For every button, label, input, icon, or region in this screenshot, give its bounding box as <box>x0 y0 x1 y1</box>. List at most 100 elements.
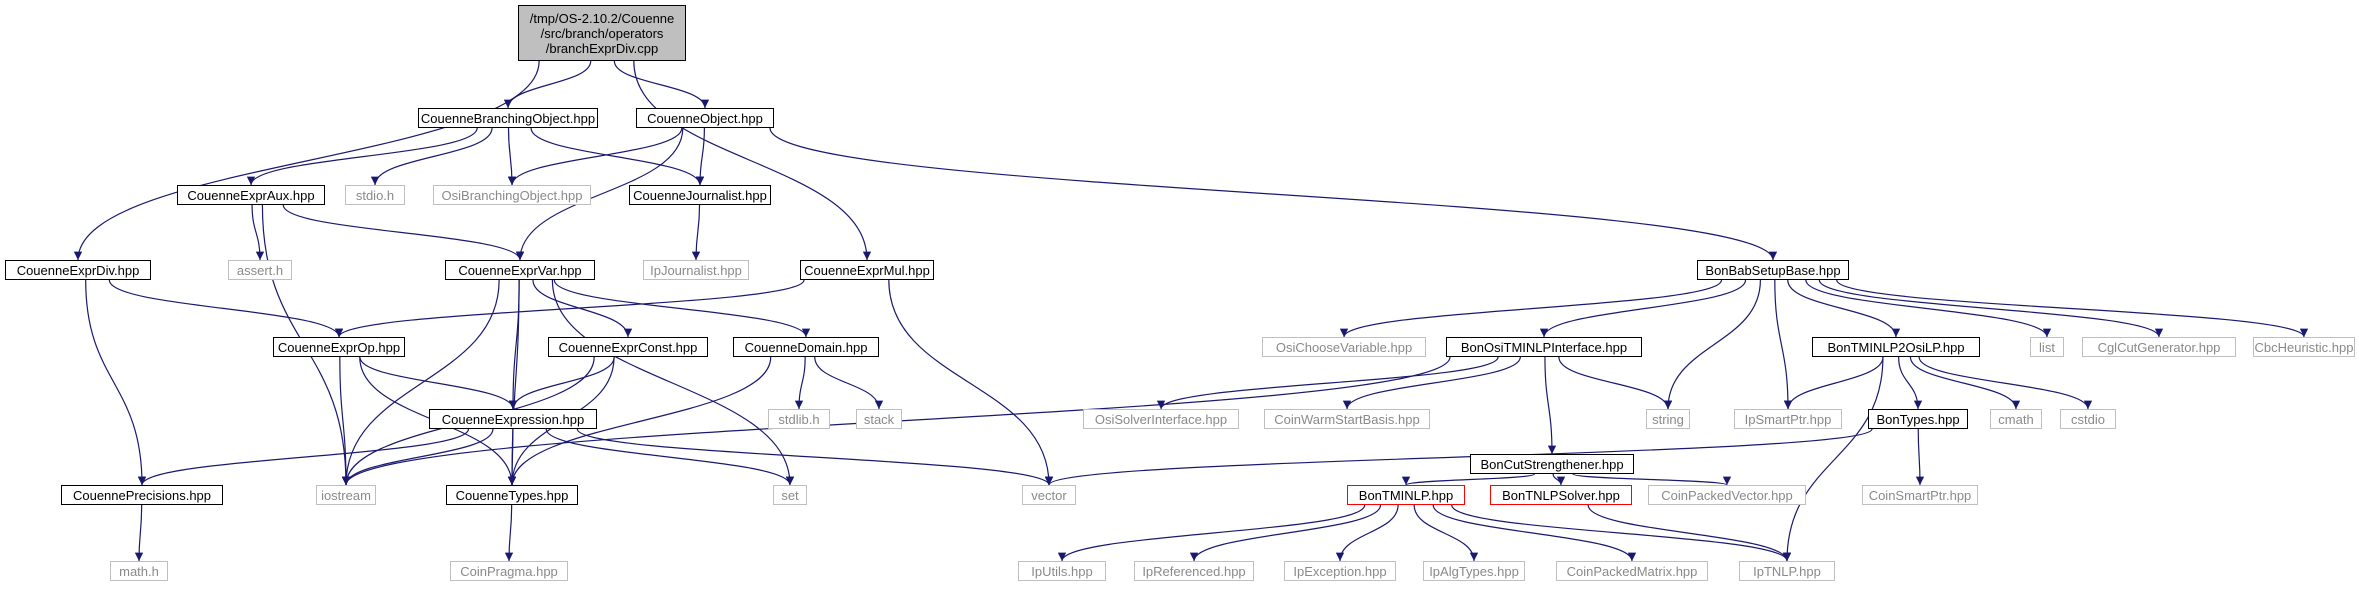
node-couenne-expr-mul[interactable]: CouenneExprMul.hpp <box>800 260 934 280</box>
edge-expr_var-to-domain <box>553 279 811 338</box>
node-bon-cut-strengthener[interactable]: BonCutStrengthener.hpp <box>1470 454 1634 474</box>
edge-expr_var-to-iostream <box>341 279 500 486</box>
edge-bab_setup-to-ip_smart <box>1774 279 1793 410</box>
edge-journalist-to-ip_journalist <box>691 204 701 261</box>
node-stdio: stdio.h <box>345 185 405 205</box>
root-path-line-3: /branchExprDiv.cpp <box>545 40 659 56</box>
edge-expr_op-to-iostream <box>339 356 351 486</box>
edge-bab_setup-to-osi_tminlp <box>1539 279 1747 338</box>
edge-osi_tminlp-to-osi_solver <box>1156 356 1499 410</box>
edge-expression-to-set <box>545 428 795 486</box>
node-couenne-journalist[interactable]: CouenneJournalist.hpp <box>629 185 771 205</box>
edge-expr_div-to-expr_op <box>108 279 344 338</box>
edge-cut_strength-to-bon_tminlp <box>1401 473 1536 486</box>
node-couenne-domain[interactable]: CouenneDomain.hpp <box>733 337 879 357</box>
edge-expr_var-to-set <box>551 279 795 486</box>
edge-domain-to-types <box>507 356 772 486</box>
edge-bab_setup-to-cgl_cut <box>1818 279 2164 338</box>
node-cmath: cmath <box>1990 409 2042 429</box>
edge-couenne_object-to-journalist <box>695 127 705 186</box>
node-ip-tnlp: IpTNLP.hpp <box>1739 561 1835 581</box>
node-couenne-types[interactable]: CouenneTypes.hpp <box>446 485 578 505</box>
node-osi-branching-object: OsiBranchingObject.hpp <box>433 185 591 205</box>
edge-tminlp2osi-to-cmath <box>1909 356 2021 410</box>
edge-bon_tminlp-to-ip_tnlp <box>1451 504 1792 562</box>
node-ip-utils: IpUtils.hpp <box>1018 561 1106 581</box>
node-couenne-precisions[interactable]: CouennePrecisions.hpp <box>61 485 223 505</box>
node-bon-osi-tminlp-interface[interactable]: BonOsiTMINLPInterface.hpp <box>1446 337 1642 357</box>
node-stdlib: stdlib.h <box>768 409 830 429</box>
node-couenne-expr-div[interactable]: CouenneExprDiv.hpp <box>5 260 151 280</box>
edge-bon_tminlp-to-ip_exception <box>1335 504 1399 562</box>
edge-bab_setup-to-string <box>1663 279 1761 410</box>
node-ip-journalist: IpJournalist.hpp <box>643 260 749 280</box>
node-bon-tminlp2osilp[interactable]: BonTMINLP2OsiLP.hpp <box>1812 337 1980 357</box>
edge-osi_tminlp-to-coin_warm <box>1342 356 1521 410</box>
edge-bab_setup-to-cbc_heur <box>1836 279 2309 338</box>
edge-branching_object-to-expr_aux <box>246 127 478 186</box>
edge-tminlp2osi-to-bon_types <box>1898 356 1923 410</box>
node-bon-tminlp[interactable]: BonTMINLP.hpp <box>1347 485 1465 505</box>
node-bon-tnlp-solver[interactable]: BonTNLPSolver.hpp <box>1490 485 1632 505</box>
edge-expr_mul-to-expr_op <box>334 279 805 338</box>
node-couenne-expr-const[interactable]: CouenneExprConst.hpp <box>548 337 708 357</box>
node-coin-packed-vector: CoinPackedVector.hpp <box>1648 485 1806 505</box>
edge-expression-to-types <box>507 428 517 486</box>
edge-domain-to-stack <box>814 356 884 410</box>
edge-bab_setup-to-osi_choose <box>1339 279 1723 338</box>
node-ip-alg-types: IpAlgTypes.hpp <box>1423 561 1525 581</box>
node-couenne-branching-object[interactable]: CouenneBranchingObject.hpp <box>418 108 598 128</box>
node-ip-smart-ptr: IpSmartPtr.hpp <box>1734 409 1842 429</box>
edge-expr_const-to-expression <box>508 356 615 410</box>
edge-root-to-expr_div <box>73 60 540 261</box>
edge-bon_tminlp-to-ip_referenced <box>1189 504 1382 562</box>
node-couenne-expr-op[interactable]: CouenneExprOp.hpp <box>273 337 405 357</box>
edge-branching_object-to-journalist <box>530 127 705 186</box>
edge-bon_tminlp-to-ip_utils <box>1057 504 1366 562</box>
edge-tminlp2osi-to-ip_smart <box>1783 356 1884 410</box>
edge-types-to-coin_pragma <box>504 504 514 562</box>
root-file-node[interactable]: /tmp/OS-2.10.2/Couenne /src/branch/opera… <box>518 5 686 61</box>
edge-bon_types-to-coin_smart <box>1915 428 1925 486</box>
edge-bon_tminlp-to-coin_packed_mat <box>1432 504 1637 562</box>
node-couenne-expr-aux[interactable]: CouenneExprAux.hpp <box>177 185 325 205</box>
edge-root-to-branching_object <box>503 60 592 109</box>
edge-expr_div-to-precisions <box>85 279 147 486</box>
root-path-line-2: /src/branch/operators <box>540 25 664 41</box>
edge-expression-to-iostream <box>341 428 494 486</box>
edge-osi_tminlp-to-cut_strength <box>1544 356 1557 455</box>
edge-bab_setup-to-tminlp2osi <box>1787 279 1901 338</box>
edge-bon_tminlp-to-ip_algtypes <box>1413 504 1479 562</box>
node-bon-types[interactable]: BonTypes.hpp <box>1868 409 1968 429</box>
node-coin-smart-ptr: CoinSmartPtr.hpp <box>1862 485 1978 505</box>
edge-expr_var-to-expr_const <box>532 279 633 338</box>
edge-expr_mul-to-vector <box>888 279 1054 486</box>
node-vector: vector <box>1022 485 1076 505</box>
node-bon-bab-setup-base[interactable]: BonBabSetupBase.hpp <box>1697 260 1849 280</box>
node-coin-warm-start-basis: CoinWarmStartBasis.hpp <box>1264 409 1430 429</box>
node-couenne-expr-var[interactable]: CouenneExprVar.hpp <box>445 260 595 280</box>
node-osi-choose-variable: OsiChooseVariable.hpp <box>1262 337 1426 357</box>
edge-root-to-expr_mul <box>633 60 872 261</box>
node-coin-packed-matrix: CoinPackedMatrix.hpp <box>1556 561 1708 581</box>
node-set: set <box>773 485 807 505</box>
edge-tminlp2osi-to-cstdio <box>1918 356 2093 410</box>
node-cstdio: cstdio <box>2060 409 2116 429</box>
edge-root-to-couenne_object <box>613 60 710 109</box>
edge-couenne_object-to-osi_branching <box>507 127 683 186</box>
edge-expr_aux-to-expr_var <box>282 204 525 261</box>
edge-cut_strength-to-coin_packed_vec <box>1572 473 1731 486</box>
edge-tminlp2osi-to-ip_tnlp <box>1782 356 1884 562</box>
node-math: math.h <box>110 561 168 581</box>
node-couenne-expression[interactable]: CouenneExpression.hpp <box>429 409 597 429</box>
edge-cut_strength-to-tnlp_solver <box>1552 473 1566 486</box>
edge-osi_tminlp-to-string <box>1558 356 1673 410</box>
edge-bon_types-to-vector <box>1045 428 1873 486</box>
edge-expression-to-precisions <box>137 428 470 486</box>
node-stack: stack <box>856 409 902 429</box>
node-couenne-object[interactable]: CouenneObject.hpp <box>636 108 774 128</box>
edge-branching_object-to-stdio <box>370 127 493 186</box>
edge-tnlp_solver-to-ip_tnlp <box>1587 504 1792 562</box>
edge-domain-to-stdlib <box>794 356 806 410</box>
